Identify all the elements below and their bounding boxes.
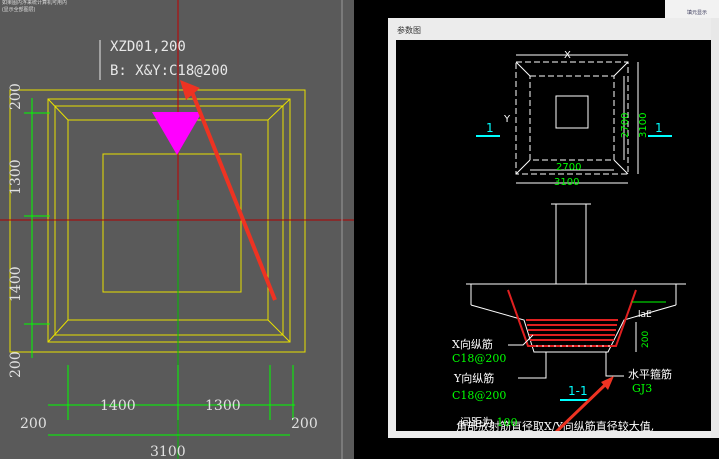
view-divider [354, 0, 388, 459]
top-right-panel[interactable]: 填元显示 [665, 0, 719, 18]
dim-v-3: 1400 [8, 266, 24, 302]
section-mark-right: 1 [655, 121, 663, 135]
cad-drawing-view[interactable]: XZD01,200 B: X&Y:C18@200 200 1300 1400 2… [0, 0, 354, 459]
dim-h-1: 1400 [100, 398, 136, 414]
x-rebar-value: C18@200 [452, 352, 506, 365]
note-line-2-value: 100 [496, 416, 518, 429]
dim-h-2: 1300 [205, 398, 241, 414]
cad-canvas: XZD01,200 B: X&Y:C18@200 200 1300 1400 2… [0, 0, 354, 459]
hint-line-2: (显示全部图层) [2, 7, 36, 13]
plan-dim-outer-h: 3100 [638, 113, 649, 138]
dim-v-2: 1300 [8, 159, 24, 195]
magenta-triangle-icon [152, 112, 202, 155]
stirrup-label: 水平箍筋 [628, 367, 672, 381]
foundation-name-label[interactable]: XZD01,200 [110, 39, 186, 55]
dim-right-bottom: 200 [291, 416, 318, 432]
section-title: 1-1 [568, 384, 588, 398]
dim-v-1: 200 [8, 83, 24, 110]
parameter-diagram-dialog[interactable]: 参数图 X Y 2700 3100 2700 3100 1 1 [388, 18, 719, 438]
top-hint-text: 如果图内浮来统计算机可用内 (显示全部图层) [2, 0, 67, 14]
dim-200-label: 200 [641, 331, 651, 348]
plan-dim-outer-w: 3100 [554, 177, 579, 188]
y-rebar-label: Y向纵筋 [453, 371, 494, 385]
lae-label: laE [638, 310, 652, 320]
foundation-rebar-label[interactable]: B: X&Y:C18@200 [110, 63, 228, 79]
right-panel-label[interactable]: 填元显示 [687, 10, 708, 16]
right-edge-panel [711, 18, 719, 438]
plan-dim-inner-w: 2700 [556, 162, 581, 173]
dim-v-4: 200 [8, 351, 24, 378]
dialog-title: 参数图 [397, 26, 421, 35]
dim-left-bottom: 200 [20, 416, 47, 432]
note-line-1: 角部放射筋直径取X/Y向纵筋直径较大值, [456, 419, 654, 431]
y-rebar-value: C18@200 [452, 389, 506, 402]
plan-x-label: X [564, 50, 571, 61]
red-arrow-icon [601, 376, 614, 390]
note-line-2: 间距为 100 [460, 414, 518, 430]
hint-line-1: 如果图内浮来统计算机可用内 [2, 0, 68, 6]
section-mark-left: 1 [486, 121, 494, 135]
parameter-diagram-canvas: X Y 2700 3100 2700 3100 1 1 [396, 40, 719, 431]
plan-dim-inner-h: 2700 [620, 113, 631, 138]
red-arrow-icon [180, 80, 200, 100]
dim-total: 3100 [150, 444, 186, 459]
stirrup-value: GJ3 [632, 382, 652, 395]
x-rebar-label: X向纵筋 [452, 337, 493, 351]
note-line-2-prefix: 间距为 [460, 416, 493, 429]
plan-y-label: Y [503, 114, 511, 125]
